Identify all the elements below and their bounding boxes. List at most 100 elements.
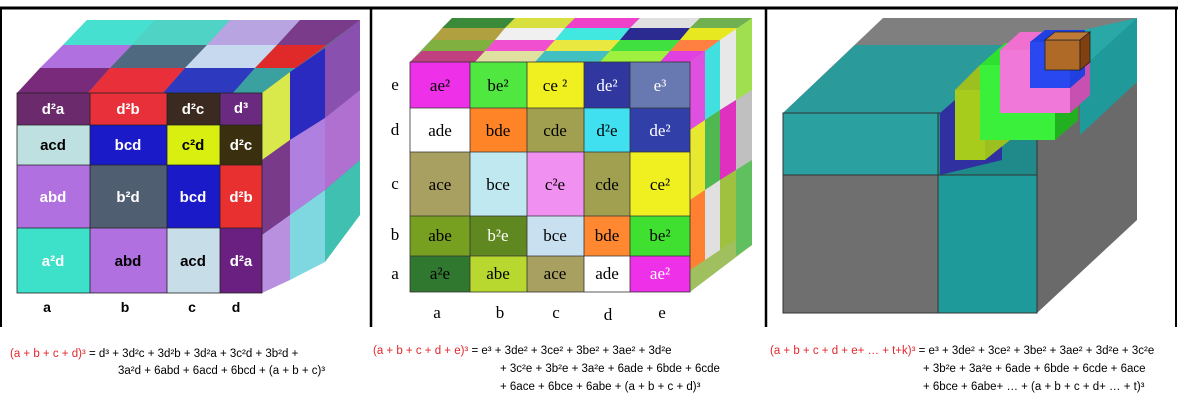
- face-cell: [584, 152, 630, 216]
- right-cell: [705, 40, 720, 120]
- right-cell: [690, 190, 705, 270]
- face-label: cde: [595, 175, 619, 194]
- formula-rhs: = d³ + 3d²c + 3d²b + 3d²a + 3c²d + 3b²d …: [86, 348, 299, 360]
- face-cell: [630, 152, 690, 216]
- face-label: abe: [428, 226, 452, 245]
- panel2-front-grid: ae² be² ce ² de² e³ ade bde cde d²e de² …: [409, 61, 691, 293]
- axis-label: b: [121, 299, 130, 315]
- right-cell: [705, 110, 720, 190]
- face-label: de²: [596, 76, 617, 95]
- face-cell: [527, 108, 584, 152]
- top-cell: [495, 28, 565, 40]
- face-label: abe: [486, 264, 510, 283]
- face-cell: [470, 256, 527, 292]
- top-cell: [17, 68, 110, 93]
- axis-label: a: [43, 299, 51, 315]
- face-cell: [90, 93, 167, 125]
- right-cell: [720, 29, 736, 110]
- formula-rhs: = e³ + 3de² + 3ce² + 3be² + 3ae² + 3d²e …: [915, 345, 1154, 357]
- face-cell: [584, 62, 630, 108]
- formula-3: (a + b + c + d + e+ … + t+k)³ = e³ + 3de…: [770, 345, 1154, 393]
- yellowgreen-front: [955, 90, 985, 160]
- face-label: d²b: [116, 101, 139, 118]
- cube-panel-2: ae² be² ce ² de² e³ ade bde cde d²e de² …: [391, 18, 752, 324]
- face-label: ace: [429, 175, 452, 194]
- right-cell: [720, 170, 736, 250]
- face-label: d²a: [42, 101, 65, 118]
- right-cell: [262, 215, 290, 293]
- right-cell: [720, 100, 736, 180]
- right-cell: [690, 120, 705, 200]
- formula-lhs: (a + b + c + d + e)³: [373, 345, 468, 357]
- right-cell: [325, 90, 360, 190]
- top-cell: [63, 20, 155, 45]
- face-label: abd: [40, 189, 67, 206]
- face-cell: [220, 125, 262, 165]
- row-label: d: [391, 120, 400, 139]
- axis-label: e: [658, 303, 666, 322]
- face-label: bce: [543, 226, 567, 245]
- face-cell: [220, 165, 262, 228]
- formula-line: + 6ace + 6bce + 6abe + (a + b + c + d)³: [500, 381, 701, 393]
- top-cell: [110, 45, 207, 68]
- top-cell: [630, 18, 700, 28]
- face-cell: [17, 165, 90, 228]
- top-cell: [475, 51, 545, 62]
- cube-panel-1: d²a d²b d²c d³ acd bcd c²d d²c abd b²d b…: [16, 20, 360, 315]
- face-label: bcd: [180, 189, 207, 206]
- face-label: e³: [654, 76, 667, 95]
- row-label: b: [391, 225, 400, 244]
- face-cell: [410, 108, 470, 152]
- face-cell: [410, 152, 470, 216]
- row-label: e: [391, 75, 399, 94]
- svg-text:(a + b + c + d + e)³ = e³ + 3d: (a + b + c + d + e)³ = e³ + 3de² + 3ce² …: [373, 345, 672, 357]
- formula-line: + 6bce + 6abe+ … + (a + b + c + d+ … + t…: [923, 381, 1145, 393]
- face-label: ae²: [430, 76, 450, 95]
- top-cell: [545, 40, 620, 51]
- formula-2: (a + b + c + d + e)³ = e³ + 3de² + 3ce² …: [373, 345, 720, 393]
- face-label: d³: [234, 100, 248, 117]
- face-label: bcd: [115, 137, 142, 154]
- face-label: d²b: [229, 189, 252, 206]
- face-cell: [470, 108, 527, 152]
- face-cell: [470, 152, 527, 216]
- formula-line: + 3c²e + 3b²e + 3a²e + 6ade + 6bde + 6cd…: [500, 363, 720, 375]
- top-cell: [185, 45, 277, 68]
- face-label: ae²: [650, 264, 670, 283]
- brown-front: [1044, 39, 1081, 71]
- face-label: ce ²: [543, 76, 567, 95]
- top-cell: [88, 68, 185, 93]
- top-cell: [690, 18, 752, 28]
- top-cell: [620, 28, 690, 40]
- top-cell: [163, 68, 255, 93]
- top-cell: [610, 40, 680, 51]
- top-cell: [505, 18, 575, 28]
- face-label: a²d: [42, 253, 65, 270]
- face-cell: [17, 228, 90, 293]
- top-cell: [442, 18, 515, 28]
- face-label: cde: [543, 121, 567, 140]
- face-cell: [470, 216, 527, 256]
- svg-text:(a + b + c + d)³ = d³ + 3d²c +: (a + b + c + d)³ = d³ + 3d²c + 3d²b + 3d…: [10, 348, 299, 360]
- face-cell: [410, 256, 470, 292]
- face-label: d²e: [596, 121, 617, 140]
- axis-label: c: [188, 299, 196, 315]
- face-cell: [630, 108, 690, 152]
- face-cell: [410, 62, 470, 108]
- face-label: d²c: [230, 137, 253, 154]
- cube-panel-3: [782, 18, 1137, 314]
- face-cell: [220, 228, 262, 293]
- top-cell: [40, 45, 132, 68]
- face-cell: [90, 165, 167, 228]
- face-label: be²: [487, 76, 508, 95]
- face-label: c²d: [182, 137, 205, 154]
- top-cell: [432, 28, 505, 40]
- face-label: b²e: [487, 226, 508, 245]
- teal-front: [783, 113, 938, 175]
- face-label: ce²: [650, 175, 670, 194]
- right-cell: [325, 160, 360, 262]
- brown-side: [1079, 31, 1091, 71]
- teal-front-lower: [938, 175, 1037, 313]
- face-cell: [90, 125, 167, 165]
- face-cell: [470, 62, 527, 108]
